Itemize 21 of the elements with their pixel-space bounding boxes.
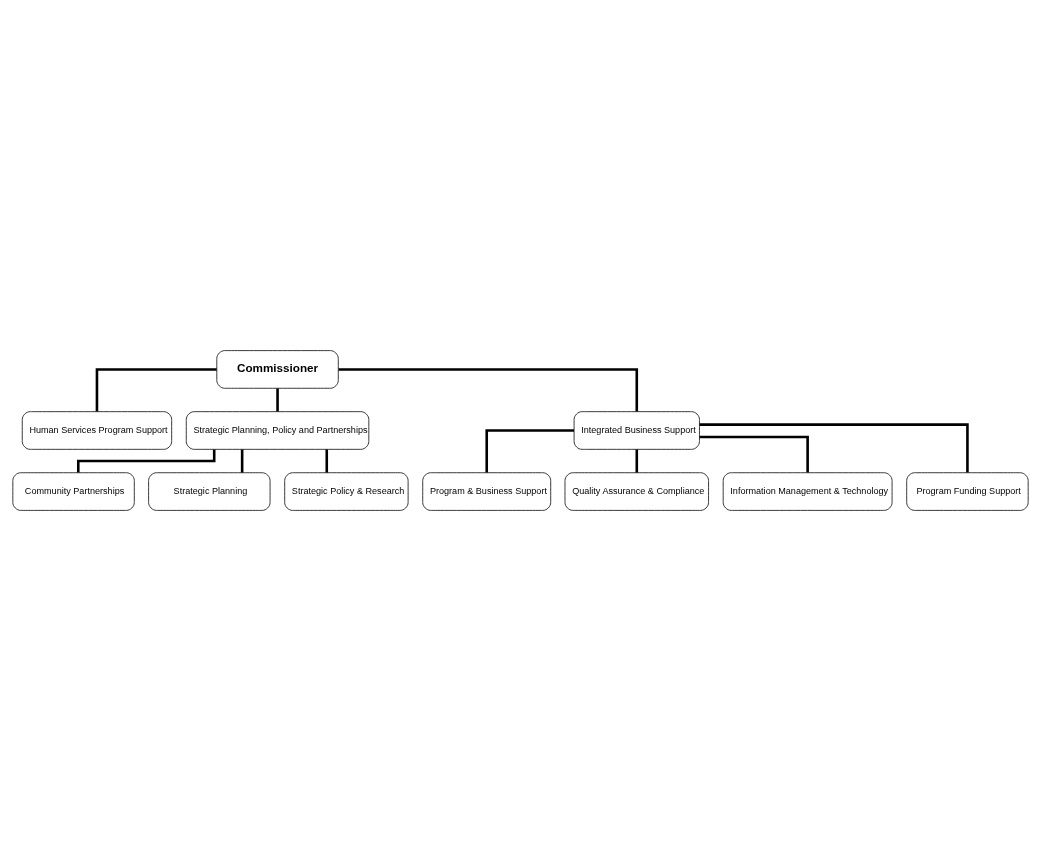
connector: [76, 449, 215, 473]
node-box: Program & Business Support: [421, 472, 551, 511]
node-box: Commissioner: [215, 350, 339, 389]
node-box: Program Funding Support: [905, 472, 1029, 511]
node-box: Information Management & Technology: [722, 472, 892, 511]
node-box: Strategic Policy & Research: [283, 472, 408, 511]
node-box: Human Services Program Support: [21, 411, 172, 450]
connector: [635, 449, 638, 473]
node-box: Strategic Planning: [147, 472, 270, 511]
node-box: Community Partnerships: [11, 472, 135, 511]
node-box: Integrated Business Support: [573, 411, 700, 450]
connector: [275, 388, 279, 412]
connector: [324, 449, 328, 473]
connector: [95, 368, 217, 412]
connector: [240, 449, 243, 473]
node-box: Quality Assurance & Compliance: [564, 472, 709, 511]
connector: [699, 435, 809, 473]
connector: [338, 368, 638, 412]
connector: [484, 429, 574, 473]
connector: [699, 423, 969, 473]
node-box: Strategic Planning, Policy and Partnerships: [185, 411, 369, 450]
